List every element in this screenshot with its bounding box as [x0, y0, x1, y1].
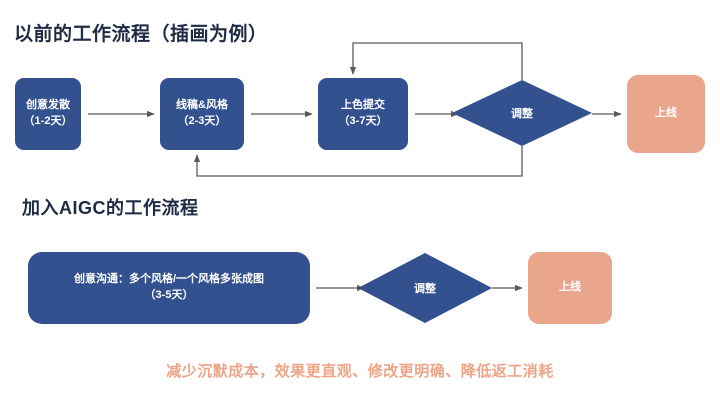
- node-adjust-decision-old[interactable]: 调整: [452, 80, 592, 146]
- node-launch-old[interactable]: 上线: [627, 75, 705, 153]
- node-color-line2: （3-7天）: [338, 115, 388, 127]
- feedback-loop-top: [349, 42, 523, 80]
- node-comm-line1: 创意沟通：多个风格/一个风格多张成图: [73, 273, 265, 286]
- node-launch-label: 上线: [655, 107, 677, 120]
- node-adjust-label: 调整: [414, 283, 436, 295]
- node-comm-line2: （3-5天）: [144, 289, 194, 301]
- node-launch-label: 上线: [559, 281, 581, 294]
- node-idea-line1: 创意发散: [26, 99, 70, 112]
- node-creative-communication[interactable]: 创意沟通：多个风格/一个风格多张成图 （3-5天）: [28, 252, 310, 324]
- node-idea-line2: （1-2天）: [23, 115, 73, 127]
- summary-caption: 减少沉默成本，效果更直观、修改更明确、降低返工消耗: [166, 363, 554, 380]
- node-adjust-label: 调整: [511, 108, 533, 120]
- node-sketch-line1: 线稿&风格: [176, 99, 228, 112]
- node-coloring-submission[interactable]: 上色提交 （3-7天）: [318, 78, 408, 150]
- node-launch-aigc[interactable]: 上线: [528, 252, 612, 324]
- section-title-aigc-workflow: 加入AIGC的工作流程: [22, 198, 199, 218]
- section-title-old-workflow: 以前的工作流程（插画为例）: [14, 24, 268, 45]
- node-adjust-decision-aigc[interactable]: 调整: [358, 253, 492, 323]
- node-sketch-and-style[interactable]: 线稿&风格 （2-3天）: [160, 78, 244, 150]
- feedback-loop-bottom: [193, 146, 523, 177]
- node-idea-divergence[interactable]: 创意发散 （1-2天）: [15, 78, 81, 150]
- node-sketch-line2: （2-3天）: [177, 115, 227, 127]
- node-color-line1: 上色提交: [341, 99, 385, 112]
